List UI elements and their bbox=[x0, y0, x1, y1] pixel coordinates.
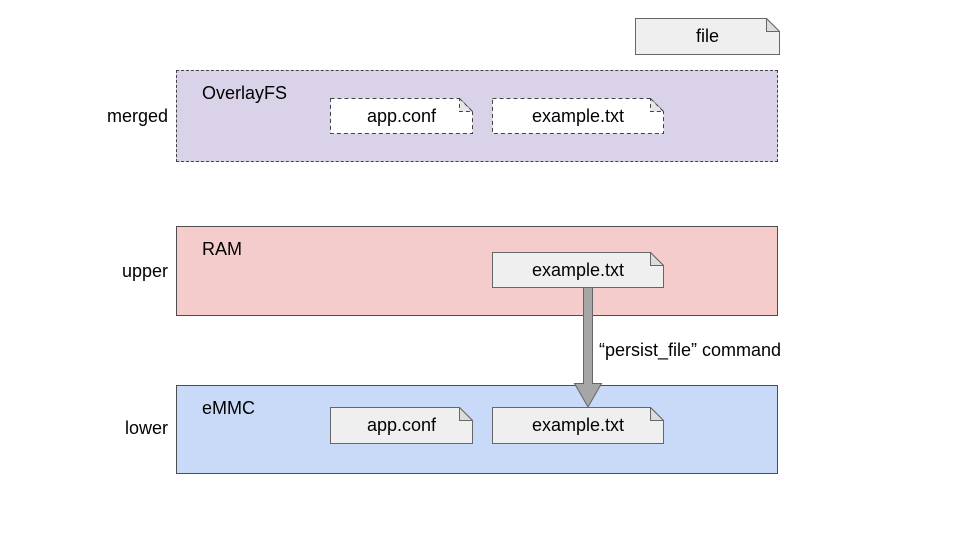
lower-file-appconf-label: app.conf bbox=[366, 415, 437, 435]
merged-file-appconf-label: app.conf bbox=[366, 105, 437, 126]
upper-file-exampletxt-label: example.txt bbox=[531, 259, 625, 280]
legend-file-label: file bbox=[695, 26, 719, 46]
side-label-lower: lower bbox=[124, 418, 168, 438]
lower-file-exampletxt-label: example.txt bbox=[531, 415, 625, 435]
persist-arrow-icon bbox=[573, 287, 603, 408]
merged-file-exampletxt-label: example.txt bbox=[531, 105, 625, 126]
lower-layer-title: eMMC bbox=[202, 398, 255, 418]
upper-ram-box: RAM example.txt bbox=[176, 226, 778, 316]
merged-layer-title: OverlayFS bbox=[202, 83, 288, 103]
side-label-upper: upper bbox=[121, 261, 168, 281]
merged-file-appconf: app.conf bbox=[330, 98, 473, 134]
upper-layer-title: RAM bbox=[202, 239, 242, 259]
merged-file-exampletxt: example.txt bbox=[492, 98, 664, 134]
lower-emmc-box: eMMC app.conf example.txt bbox=[176, 385, 778, 474]
legend-file-shape: file bbox=[635, 18, 780, 55]
upper-file-exampletxt: example.txt bbox=[492, 252, 664, 288]
lower-file-exampletxt: example.txt bbox=[492, 407, 664, 444]
merged-overlayfs-box: OverlayFS app.conf example.txt bbox=[176, 70, 778, 162]
persist-command-label: “persist_file” command bbox=[599, 340, 782, 360]
lower-file-appconf: app.conf bbox=[330, 407, 473, 444]
side-label-merged: merged bbox=[106, 106, 168, 126]
